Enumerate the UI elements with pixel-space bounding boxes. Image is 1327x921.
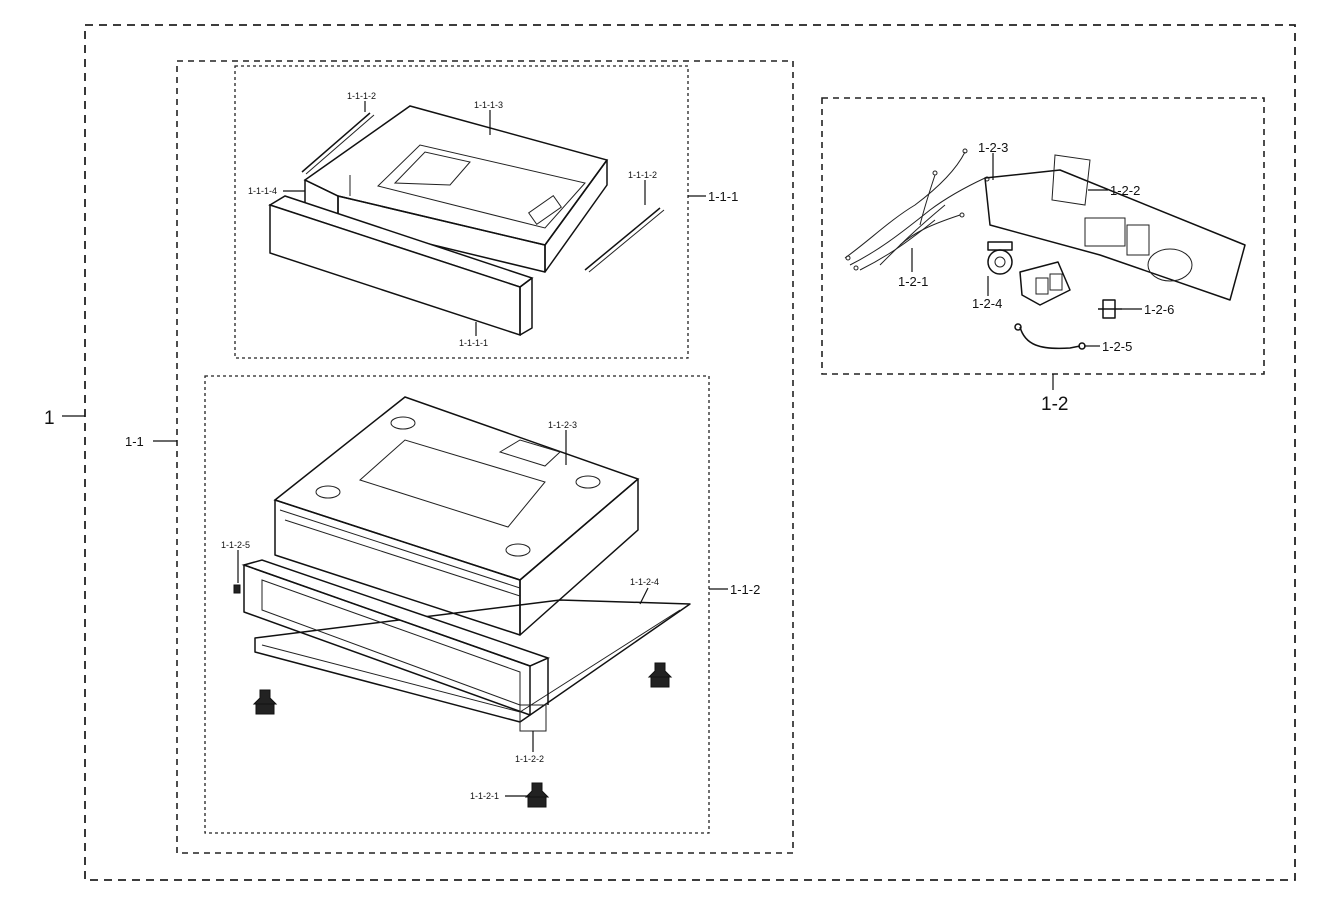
svg-text:1-2-4: 1-2-4	[972, 296, 1002, 311]
svg-text:1-1-1-3: 1-1-1-3	[474, 100, 503, 110]
callout-1-1-2-2: 1-1-2-2	[515, 731, 544, 764]
svg-text:1-1-1: 1-1-1	[708, 189, 738, 204]
callout-1-1-1-1: 1-1-1-1	[459, 322, 488, 348]
leveling-foot-left	[252, 689, 278, 715]
leveling-foot-loose	[524, 782, 550, 808]
svg-text:1-1-2-4: 1-1-2-4	[630, 577, 659, 587]
callout-1-1-2-5: 1-1-2-5	[221, 540, 250, 583]
svg-text:1-2-2: 1-2-2	[1110, 183, 1140, 198]
svg-text:1-1-2-2: 1-1-2-2	[515, 754, 544, 764]
svg-text:1-2-6: 1-2-6	[1144, 302, 1174, 317]
callout-1-2-2: 1-2-2	[1088, 183, 1140, 198]
svg-text:1-2-5: 1-2-5	[1102, 339, 1132, 354]
assembly-1-1-1-boundary	[234, 65, 689, 359]
callout-1-2-6: 1-2-6	[1122, 302, 1174, 317]
svg-text:1-1-2: 1-1-2	[730, 582, 760, 597]
svg-text:1-1-1-1: 1-1-1-1	[459, 338, 488, 348]
group-label-1-1: 1-1	[125, 434, 177, 449]
svg-text:1: 1	[44, 408, 55, 429]
callout-1-1-2-4: 1-1-2-4	[630, 577, 659, 605]
svg-text:1-1-1-2: 1-1-1-2	[347, 91, 376, 101]
group-label-1-1-1: 1-1-1	[688, 189, 738, 204]
drawer-assembly	[268, 105, 665, 337]
svg-text:1-1-2-1: 1-1-2-1	[470, 791, 499, 801]
svg-text:1-2-3: 1-2-3	[978, 140, 1008, 155]
callout-1-1-1-3: 1-1-1-3	[474, 100, 503, 135]
callout-1-1-2-3: 1-1-2-3	[548, 420, 577, 465]
svg-text:1-1: 1-1	[125, 434, 144, 449]
assembly-1-1-boundary	[176, 60, 794, 854]
assembly-1-boundary	[84, 24, 1296, 881]
group-label-1: 1	[44, 408, 85, 429]
svg-text:1-1-2-5: 1-1-2-5	[221, 540, 250, 550]
svg-text:1-1-2-3: 1-1-2-3	[548, 420, 577, 430]
svg-text:1-2: 1-2	[1041, 394, 1068, 415]
callout-1-2-1: 1-2-1	[898, 248, 928, 289]
pedestal-cabinet	[233, 396, 691, 808]
callout-1-2-3: 1-2-3	[978, 140, 1008, 180]
svg-text:1-1-1-4: 1-1-1-4	[248, 186, 277, 196]
assembly-1-2-boundary	[821, 97, 1265, 375]
svg-text:1-2-1: 1-2-1	[898, 274, 928, 289]
callout-1-1-1-4: 1-1-1-4	[248, 186, 305, 196]
callout-1-1-2-1: 1-1-2-1	[470, 791, 530, 801]
callout-1-2-5: 1-2-5	[1084, 339, 1132, 354]
electrical-assembly	[844, 148, 1246, 350]
leveling-foot-right	[647, 662, 673, 688]
group-label-1-1-2: 1-1-2	[709, 582, 760, 597]
callout-1-1-1-2-left: 1-1-1-2	[347, 91, 376, 112]
assembly-1-1-2-boundary	[204, 375, 710, 834]
group-label-1-2: 1-2	[1041, 374, 1068, 415]
callout-1-1-1-2-right: 1-1-1-2	[628, 170, 657, 205]
callout-1-2-4: 1-2-4	[972, 276, 1002, 311]
svg-text:1-1-1-2: 1-1-1-2	[628, 170, 657, 180]
